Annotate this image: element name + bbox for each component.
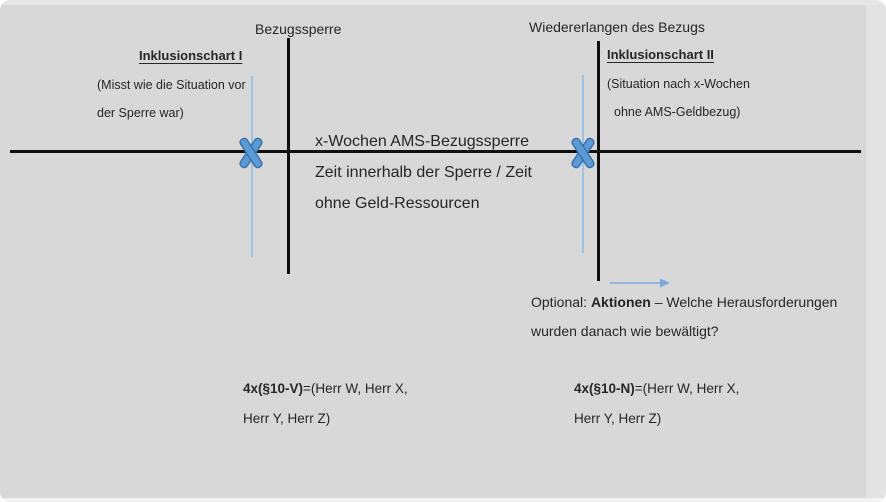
group-formula-left-line2: Herr Y, Herr Z) (243, 411, 331, 426)
bezugssperre-event-line (287, 38, 290, 274)
optional-note: Optional: Aktionen – Welche Herausforder… (531, 288, 837, 346)
group-formula-right-line1: 4x(§10-N)=(Herr W, Herr X, (574, 374, 739, 404)
center-caption: x-Wochen AMS-Bezugssperre Zeit innerhalb… (315, 126, 532, 219)
group-formula-right-line2: Herr Y, Herr Z) (574, 411, 662, 426)
group-left-bold: 4x(§10-V) (243, 381, 304, 396)
chart2-note-line1: (Situation nach x-Wochen (607, 77, 750, 91)
optional-note-line2: wurden danach wie bewältigt? (531, 323, 719, 339)
chart1-note: (Misst wie die Situation vor der Sperre … (97, 71, 246, 127)
chart2-measure-line (582, 75, 584, 253)
event-label-bezugssperre: Bezugssperre (255, 21, 342, 37)
timeline-axis (10, 150, 861, 153)
optional-bold: Aktionen (590, 294, 651, 310)
chart1-note-line1: (Misst wie die Situation vor (97, 78, 246, 92)
optional-suffix: – Welche Herausforderungen (650, 294, 838, 310)
chart1-title: Inklusionschart I (139, 48, 243, 63)
optional-prefix: Optional: (531, 294, 591, 310)
chart1-note-line2: der Sperre war) (97, 106, 184, 120)
group-formula-left-line1: 4x(§10-V)=(Herr W, Herr X, (243, 374, 408, 404)
center-caption-line1: x-Wochen AMS-Bezugssperre (315, 133, 530, 150)
wiedererlangen-event-line (597, 41, 600, 281)
group-left-suffix: =(Herr W, Herr X, (303, 381, 408, 396)
group-formula-right: 4x(§10-N)=(Herr W, Herr X, Herr Y, Herr … (574, 374, 739, 434)
chart1-measure-line (251, 76, 253, 257)
center-caption-line3: ohne Geld-Ressourcen (315, 195, 480, 212)
center-caption-line2: Zeit innerhalb der Sperre / Zeit (315, 164, 532, 181)
group-right-bold: 4x(§10-N) (574, 381, 635, 396)
group-formula-left: 4x(§10-V)=(Herr W, Herr X, Herr Y, Herr … (243, 374, 408, 434)
x-marker-icon (239, 137, 263, 169)
group-right-suffix: =(Herr W, Herr X, (634, 381, 740, 396)
chart2-title: Inklusionschart II (607, 47, 714, 62)
event-label-wiedererlangen: Wiedererlangen des Bezugs (529, 19, 705, 35)
right-arrow-icon (610, 278, 670, 288)
chart2-note-line2: ohne AMS-Geldbezug) (614, 105, 741, 119)
x-marker-icon (571, 137, 595, 169)
optional-note-line1: Optional: Aktionen – Welche Herausforder… (531, 288, 837, 317)
chart2-note: (Situation nach x-Wochen ohne AMS-Geldbe… (607, 70, 750, 126)
